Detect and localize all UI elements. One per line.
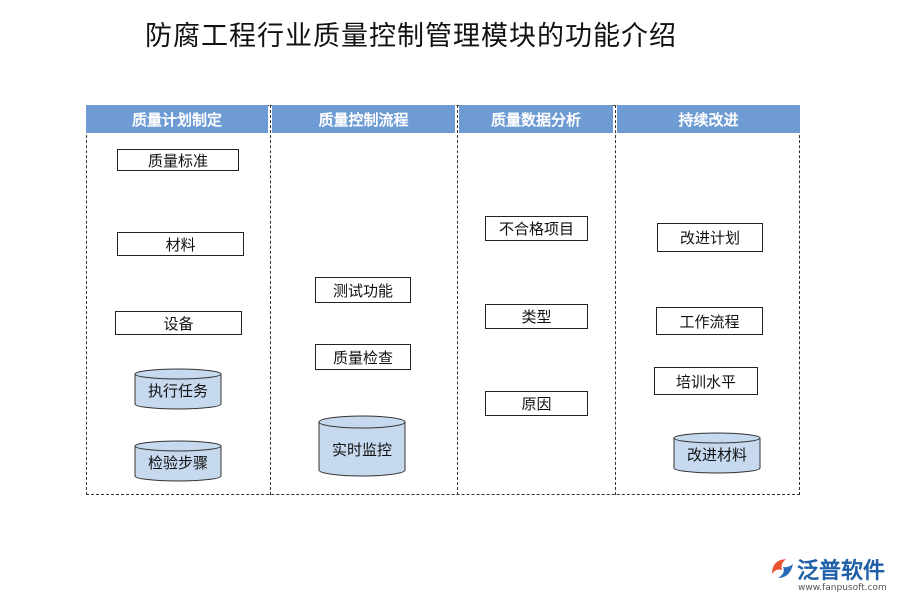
node-improvement-plan: 改进计划 [657, 223, 763, 252]
cylinder-shape [134, 368, 222, 410]
node-quality-standard: 质量标准 [117, 149, 239, 171]
page-title: 防腐工程行业质量控制管理模块的功能介绍 [145, 21, 677, 52]
node-test-function: 测试功能 [315, 277, 411, 303]
cylinder-shape [134, 440, 222, 482]
node-quality-check: 质量检查 [315, 344, 411, 370]
node-nonconforming-items: 不合格项目 [485, 216, 588, 241]
node-cause: 原因 [485, 391, 588, 416]
column-header-plan: 质量计划制定 [86, 105, 268, 133]
column-divider [457, 105, 458, 495]
column-header-improvement: 持续改进 [617, 105, 800, 133]
cylinder-label: 执行任务 [147, 382, 208, 400]
column-divider [615, 105, 616, 495]
cylinder-shape [318, 415, 406, 477]
column-divider [270, 105, 271, 495]
cylinder-shape [673, 432, 761, 474]
cylinder-execute-task: 执行任务 [134, 368, 222, 410]
node-equipment: 设备 [115, 311, 242, 335]
logo-url: www.fanpusoft.com [798, 583, 887, 593]
cylinder-inspection-steps: 检验步骤 [134, 440, 222, 482]
logo-mark-icon [772, 559, 793, 578]
column-header-data-analysis: 质量数据分析 [459, 105, 613, 133]
cylinder-improve-material: 改进材料 [673, 432, 761, 474]
node-type: 类型 [485, 304, 588, 329]
cylinder-label: 改进材料 [686, 446, 747, 464]
node-material: 材料 [117, 232, 244, 256]
node-workflow: 工作流程 [656, 307, 763, 335]
cylinder-realtime-monitor: 实时监控 [318, 415, 406, 477]
column-header-control-process: 质量控制流程 [272, 105, 455, 133]
brand-logo: 泛普软件 www.fanpusoft.com [768, 551, 893, 599]
cylinder-label: 实时监控 [331, 441, 392, 459]
logo-name: 泛普软件 [797, 559, 886, 584]
cylinder-label: 检验步骤 [147, 454, 208, 472]
node-training-level: 培训水平 [654, 367, 758, 395]
